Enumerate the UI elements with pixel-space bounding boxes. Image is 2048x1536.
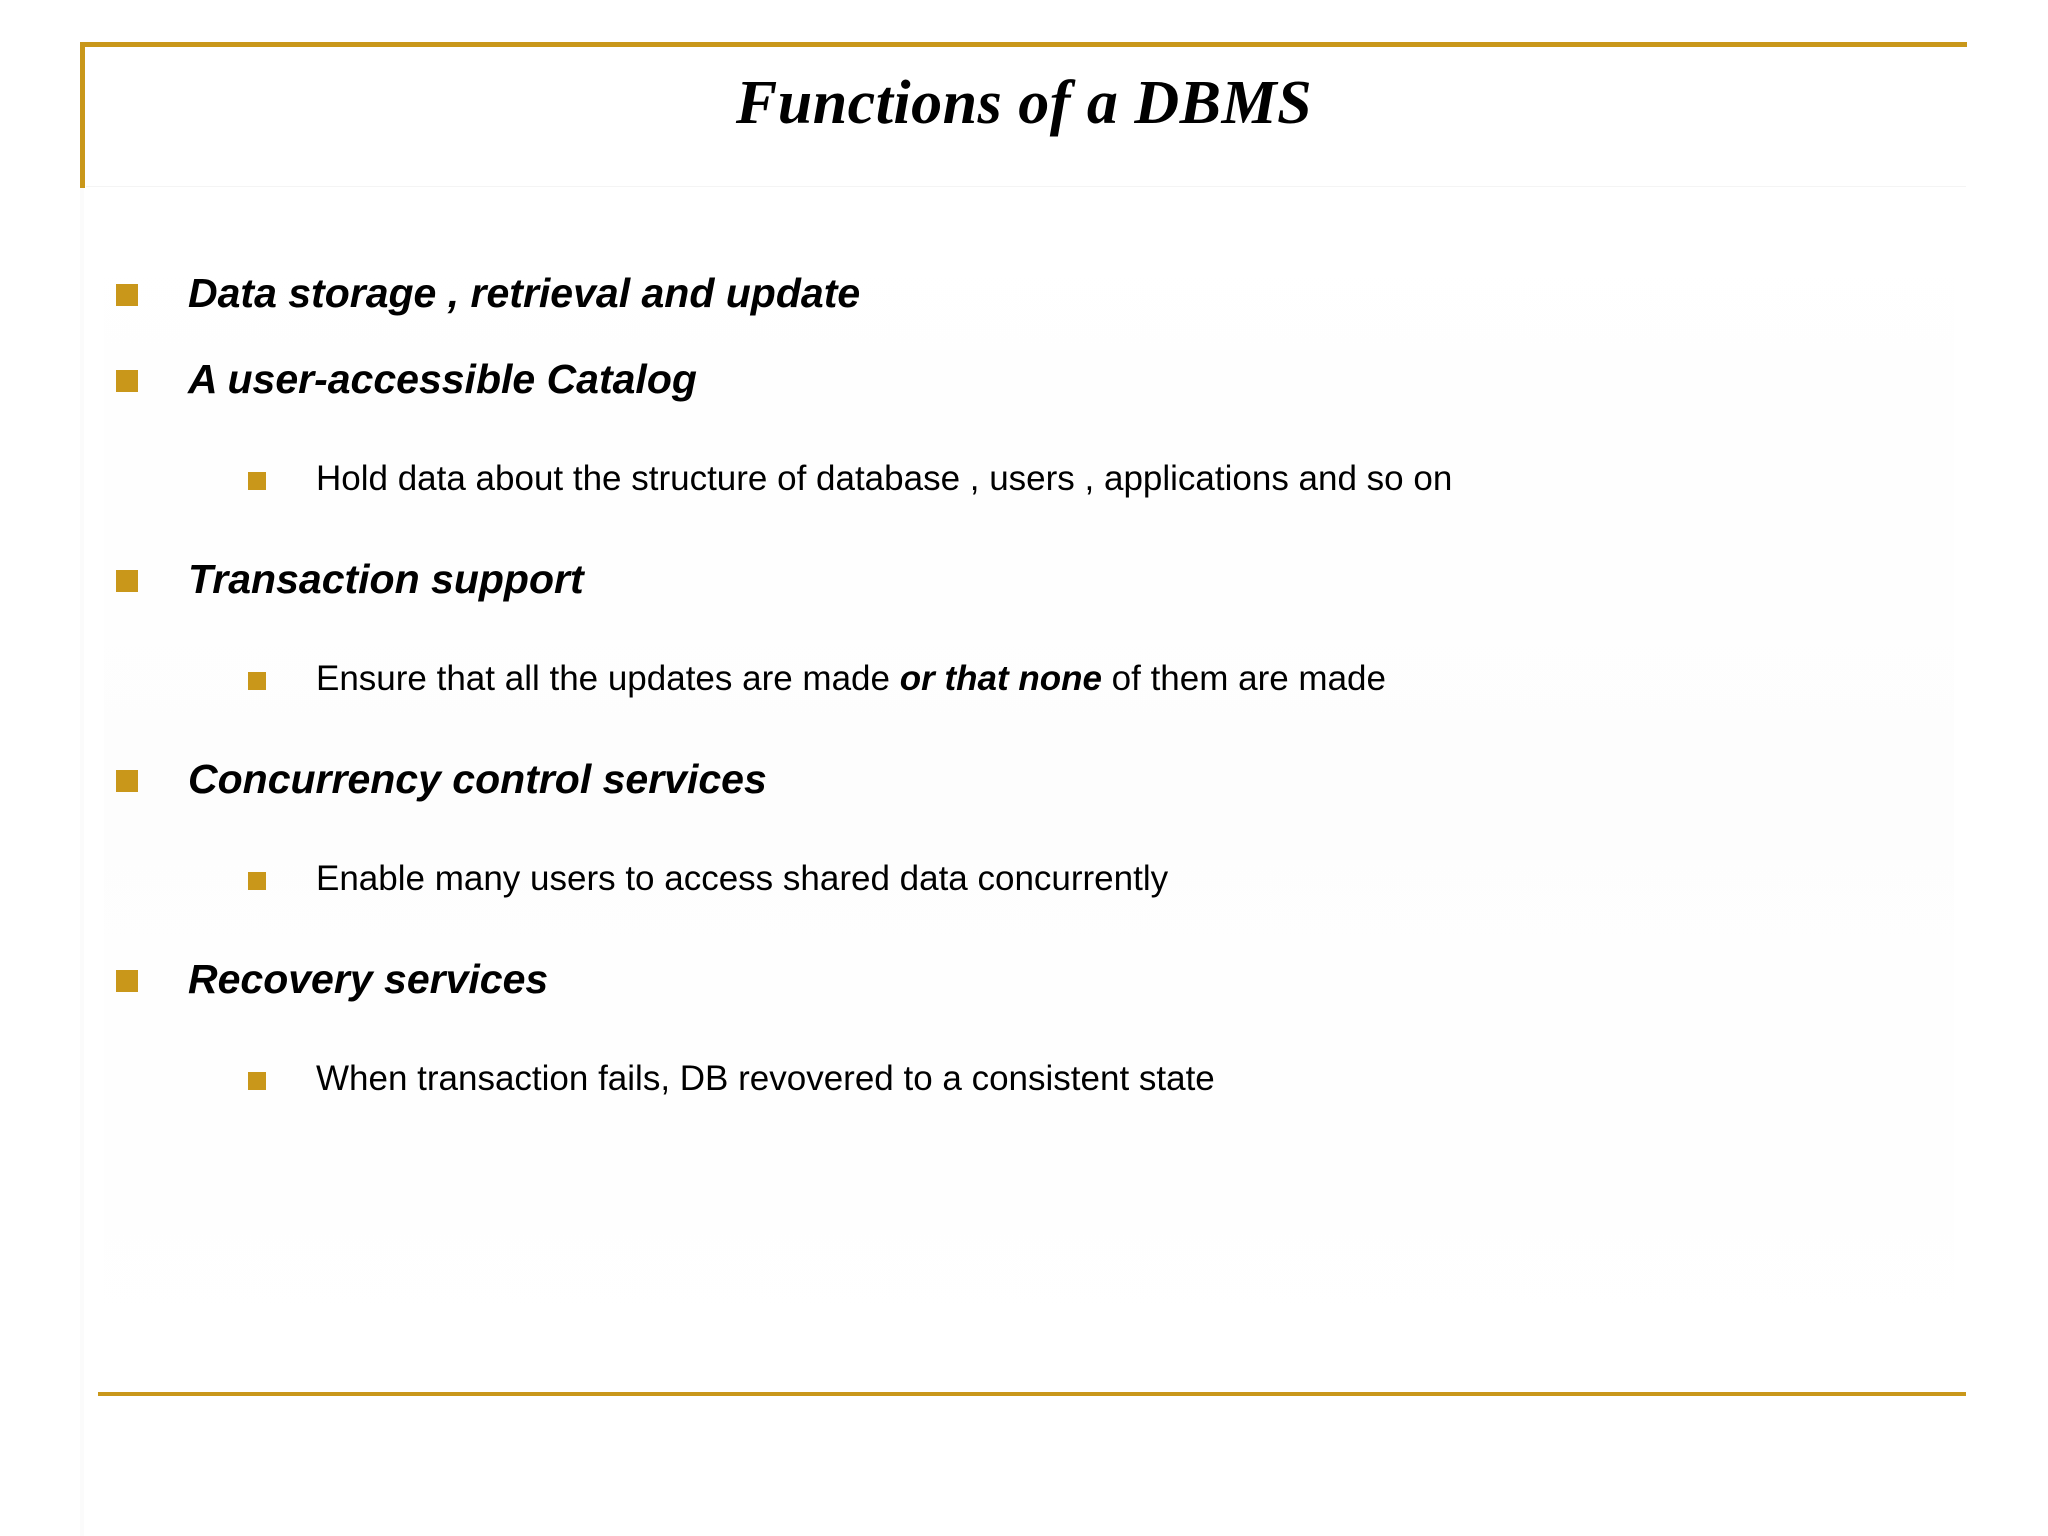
bullet-item-data-storage: Data storage , retrieval and update <box>100 268 1980 318</box>
left-border-rule-lower <box>80 188 84 1536</box>
slide-title: Functions of a DBMS <box>735 69 1313 137</box>
left-border-rule <box>80 42 85 188</box>
bullet-item-transaction-support: Transaction support <box>100 554 1980 604</box>
sub-bullet-item-transaction-detail: Ensure that all the updates are made or … <box>248 658 1980 700</box>
square-bullet-icon <box>116 284 138 306</box>
square-bullet-icon <box>248 672 266 691</box>
square-bullet-icon <box>116 970 138 993</box>
bottom-border-rule <box>98 1392 1966 1396</box>
bullet-item-recovery-services: Recovery services <box>100 954 1980 1004</box>
sub-bullet-text-after: of them are made <box>1101 659 1386 699</box>
square-bullet-icon <box>116 770 138 793</box>
sub-bullet-item-concurrency-detail: Enable many users to access shared data … <box>248 858 1980 900</box>
bullet-label: Recovery services <box>188 956 549 1003</box>
bullet-label: Transaction support <box>188 556 584 603</box>
slide-content: Data storage , retrieval and update A us… <box>100 268 1980 1154</box>
sub-bullet-text-emphasis: or that none <box>899 659 1102 699</box>
square-bullet-icon <box>248 872 266 891</box>
sub-bullet-label: Hold data about the structure of databas… <box>316 459 1453 499</box>
bullet-item-concurrency-control: Concurrency control services <box>100 754 1980 804</box>
sub-bullet-item-recovery-detail: When transaction fails, DB revovered to … <box>248 1058 1980 1100</box>
top-border-rule <box>80 42 1967 47</box>
sub-bullet-label: Ensure that all the updates are made or … <box>316 658 1386 700</box>
sub-bullet-text-before: Ensure that all the updates are made <box>316 659 900 699</box>
bullet-item-user-accessible-catalog: A user-accessible Catalog <box>100 354 1980 404</box>
square-bullet-icon <box>116 370 138 393</box>
sub-bullet-label: Enable many users to access shared data … <box>316 859 1169 899</box>
square-bullet-icon <box>248 1072 266 1091</box>
sub-bullet-item-catalog-detail: Hold data about the structure of databas… <box>248 458 1980 500</box>
sub-bullet-label: When transaction fails, DB revovered to … <box>316 1059 1215 1099</box>
bullet-label: Concurrency control services <box>188 756 767 803</box>
bullet-label: Data storage , retrieval and update <box>188 270 861 316</box>
bullet-label: A user-accessible Catalog <box>188 356 697 403</box>
square-bullet-icon <box>248 472 266 491</box>
square-bullet-icon <box>116 570 138 593</box>
header-divider <box>86 186 1966 187</box>
